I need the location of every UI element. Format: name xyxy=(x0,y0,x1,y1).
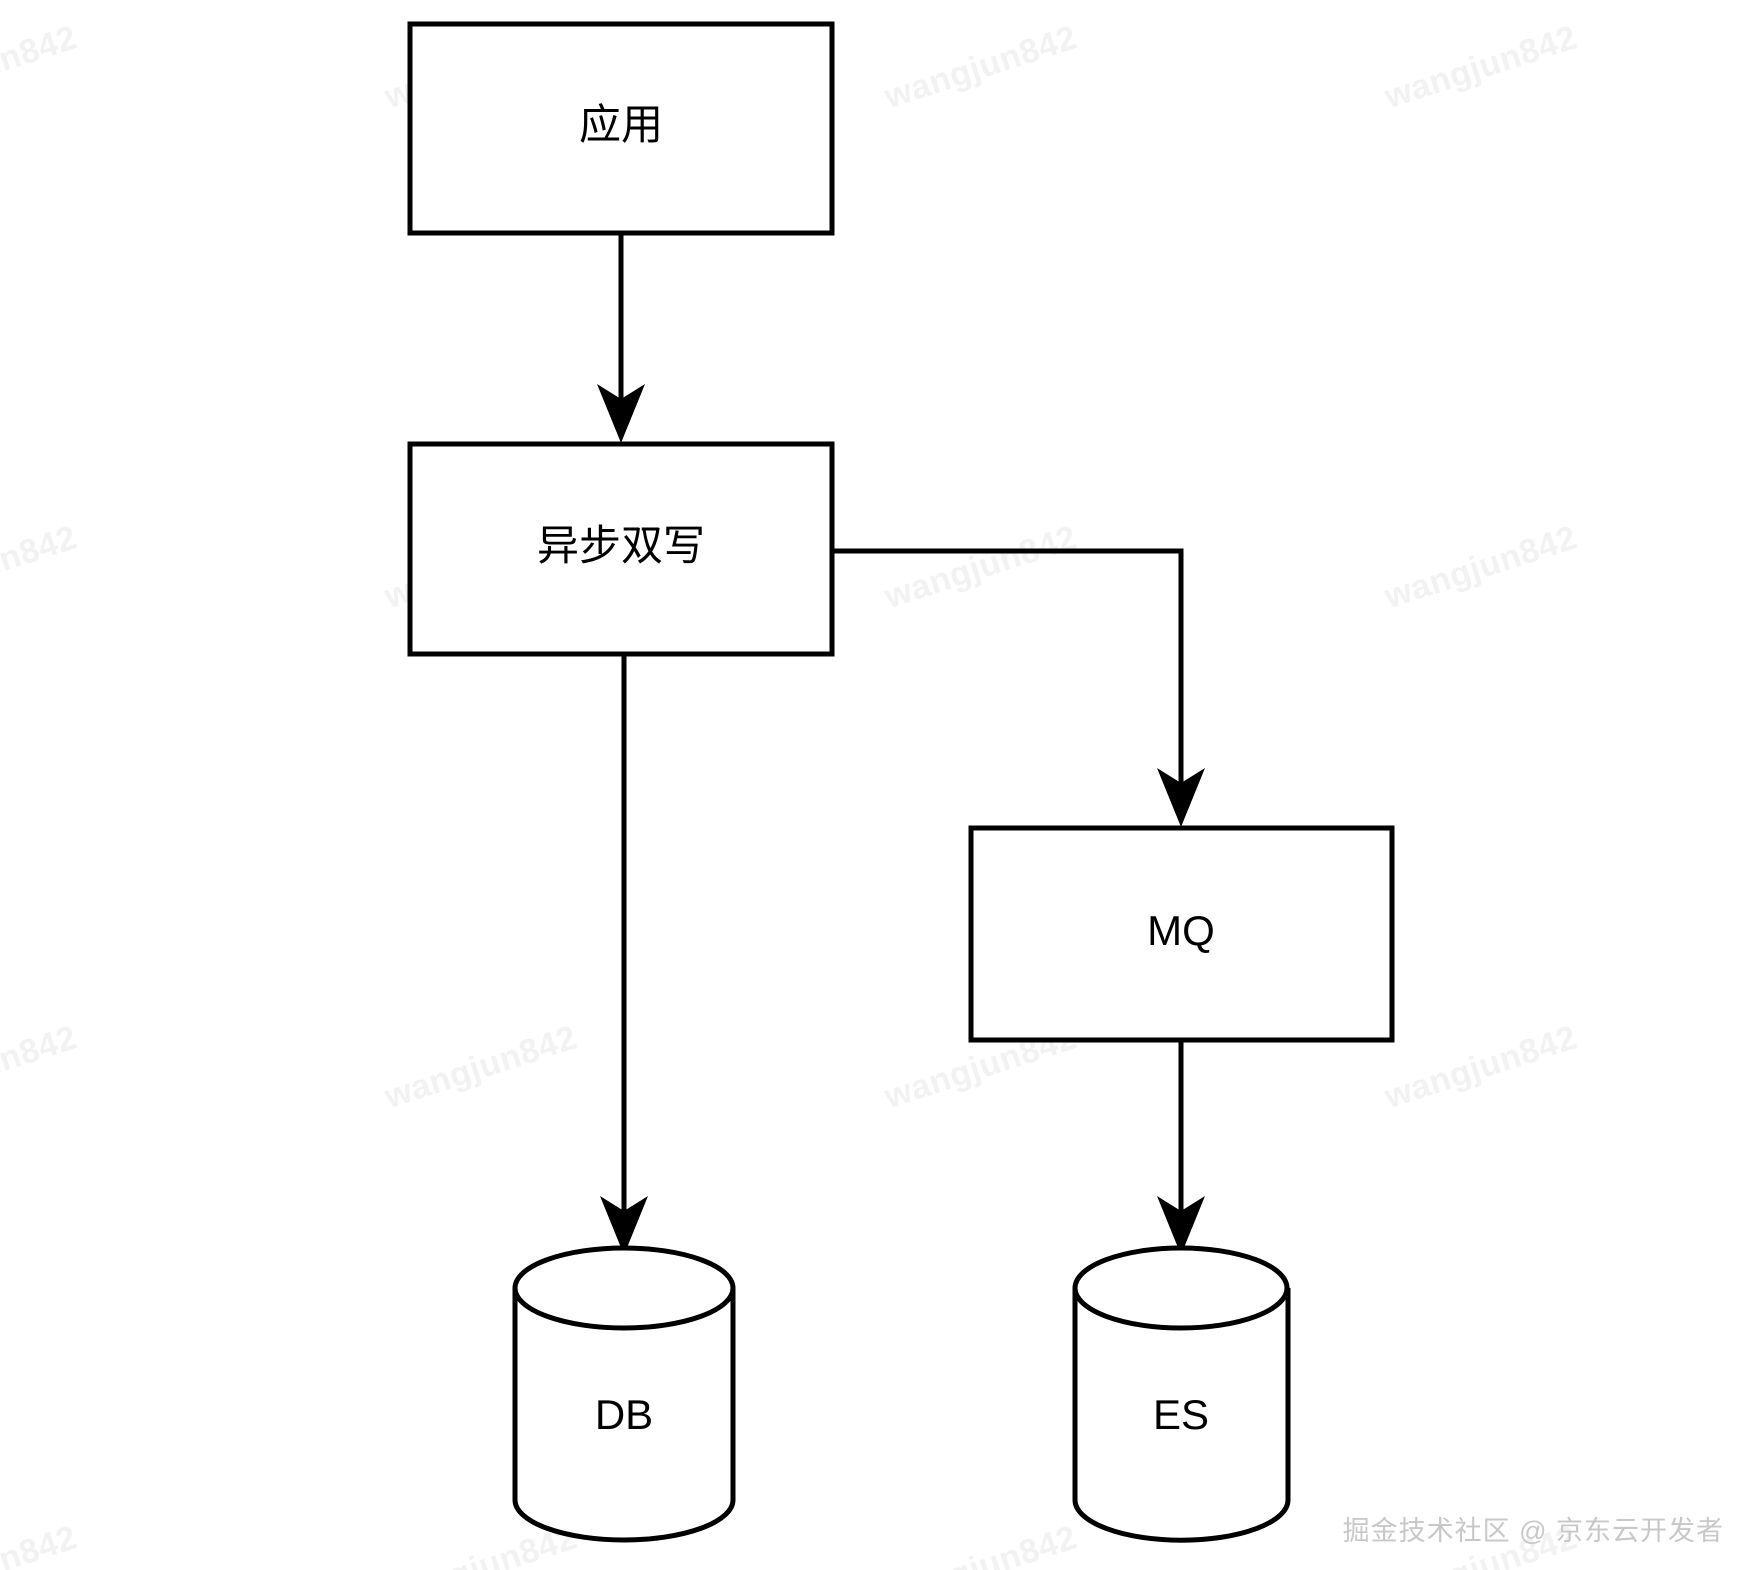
edge-dual-to-mq xyxy=(832,548,1205,827)
node-app-box[interactable] xyxy=(407,21,835,236)
node-async-dual-write[interactable]: 异步双写 xyxy=(407,441,835,657)
node-async-dual-write-label: 异步双写 xyxy=(537,522,705,569)
edge-dual-to-db xyxy=(600,654,648,1255)
edge-dual-to-mq-arrowhead xyxy=(1157,768,1205,827)
node-app-label: 应用 xyxy=(579,101,663,148)
node-es-cylinder-body[interactable] xyxy=(1072,1288,1291,1543)
node-db-label: DB xyxy=(595,1391,653,1438)
footer-credit: 掘金技术社区 @ 京东云开发者 xyxy=(1342,1516,1724,1546)
edge-mq-to-es-arrowhead xyxy=(1157,1196,1205,1255)
node-es-label: ES xyxy=(1153,1391,1209,1438)
edge-mq-to-es xyxy=(1157,1040,1205,1255)
node-es[interactable]: ES xyxy=(1072,1245,1291,1543)
node-db[interactable]: DB xyxy=(512,1245,736,1543)
edge-dual-to-db-arrowhead xyxy=(600,1196,648,1255)
node-db-cylinder-top[interactable] xyxy=(512,1245,736,1331)
edge-dual-to-mq-line xyxy=(832,548,1184,802)
node-es-cylinder-top[interactable] xyxy=(1072,1245,1290,1331)
node-db-cylinder-body[interactable] xyxy=(512,1288,736,1543)
node-async-dual-write-box[interactable] xyxy=(407,441,835,657)
edge-app-to-dual-arrowhead xyxy=(597,384,645,443)
node-mq[interactable]: MQ xyxy=(968,825,1395,1043)
node-mq-label: MQ xyxy=(1147,907,1215,954)
node-app[interactable]: 应用 xyxy=(407,21,835,236)
edge-app-to-dual xyxy=(597,233,645,443)
node-mq-box[interactable] xyxy=(968,825,1395,1043)
